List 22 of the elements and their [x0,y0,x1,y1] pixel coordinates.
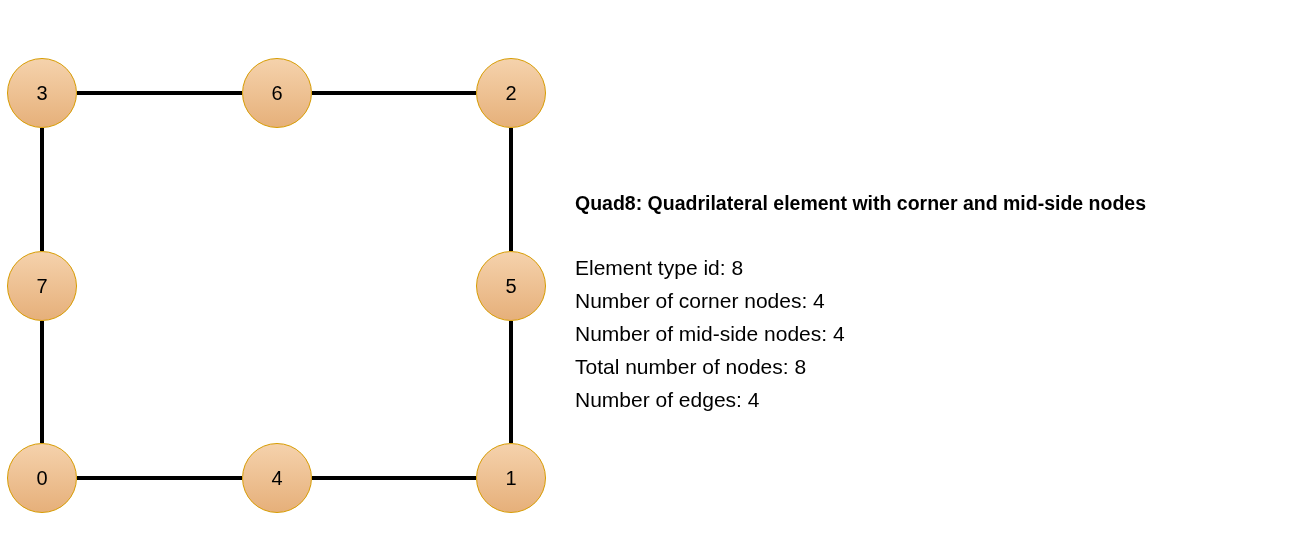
node-circle: 0 [7,443,77,513]
node-circle: 3 [7,58,77,128]
property-text: Number of mid-side nodes: 4 [575,322,845,346]
connector-line [40,128,44,251]
title: Quad8: Quadrilateral element with corner and mid-side nodes [575,192,1147,215]
connector-line [77,476,242,480]
node-circle: 4 [242,443,312,513]
property-text: Number of edges: 4 [575,388,760,412]
connector-line [77,91,242,95]
connector-line [40,321,44,443]
node-circle: 5 [476,251,546,321]
node-circle: 6 [242,58,312,128]
property-text: Number of corner nodes: 4 [575,289,825,313]
connector-line [509,321,513,443]
connector-line [312,91,476,95]
node-circle: 2 [476,58,546,128]
property-text: Element type id: 8 [575,256,744,280]
connector-line [312,476,476,480]
connector-line [509,128,513,251]
property-text: Total number of nodes: 8 [575,355,807,379]
node-circle: 1 [476,443,546,513]
node-circle: 7 [7,251,77,321]
